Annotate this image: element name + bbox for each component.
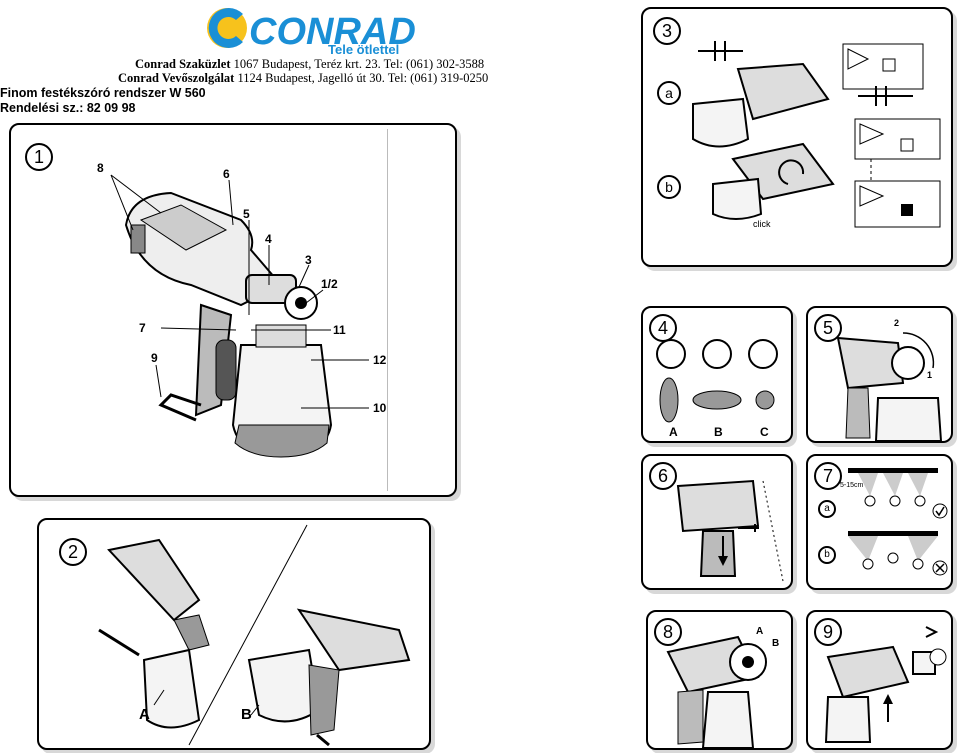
- figure-2-panel: 2 A B: [37, 518, 431, 750]
- click-label: click: [753, 219, 771, 229]
- step-1-label: 1: [927, 370, 933, 380]
- figure-7-panel: 7 5-15cm a b: [806, 454, 953, 590]
- callout-3: 3: [305, 253, 312, 267]
- figure-6-badge: 6: [649, 462, 677, 490]
- pattern-a-label: A: [669, 425, 678, 439]
- figure-2-badge: 2: [59, 538, 87, 566]
- spray-pattern-drawing: [656, 339, 778, 423]
- figure-5-badge: 5: [814, 314, 842, 342]
- cleaning-drawing: [666, 635, 767, 749]
- figure-1-panel: 1 8 6 5: [9, 123, 457, 497]
- figure-9-panel: 9: [806, 610, 953, 750]
- order-number: Rendelési sz.: 82 09 98: [0, 101, 136, 115]
- callout-6: 6: [223, 167, 230, 181]
- figure-5-panel: 5 2 1: [806, 306, 953, 443]
- service-name: Conrad Vevőszolgálat: [118, 71, 235, 85]
- conrad-logo: CONRAD: [207, 8, 416, 53]
- fig7-a-badge: a: [818, 500, 836, 518]
- logo-tagline: Tele ötlettel: [328, 42, 400, 57]
- figure-8-panel: 8 A B: [646, 610, 793, 750]
- callout-8: 8: [97, 161, 104, 175]
- pattern-b-label: B: [714, 425, 723, 439]
- figure-4-panel: 4 A B C: [641, 306, 793, 443]
- service-address: 1124 Budapest, Jagelló út 30. Tel: (061)…: [234, 71, 489, 85]
- fig7-b-badge: b: [818, 546, 836, 564]
- step-b-badge: b: [657, 175, 681, 199]
- callout-10: 10: [373, 401, 387, 415]
- figure-9-badge: 9: [814, 618, 842, 646]
- distance-label: 5-15cm: [840, 482, 864, 489]
- nozzle-adjust-drawing: [836, 332, 943, 442]
- fold-line: [387, 129, 388, 491]
- figure-1-badge: 1: [25, 143, 53, 171]
- part-a-label: A: [756, 626, 764, 637]
- label-a: A: [139, 706, 150, 723]
- spray-gun-filling-drawing: [98, 524, 411, 747]
- callout-11: 11: [333, 323, 346, 337]
- label-b: B: [241, 706, 252, 723]
- step-a-badge: a: [657, 81, 681, 105]
- spray-technique-drawing: [848, 468, 948, 576]
- spray-gun-drawing: [110, 174, 369, 458]
- figure-4-badge: 4: [649, 314, 677, 342]
- figure-3-badge: 3: [653, 17, 681, 45]
- callout-4: 4: [265, 232, 272, 246]
- store-name: Conrad Szaküzlet: [135, 57, 231, 71]
- part-b-label: B: [772, 638, 780, 649]
- figure-8-badge: 8: [654, 618, 682, 646]
- address-line-1: Conrad Szaküzlet 1067 Budapest, Teréz kr…: [135, 57, 484, 72]
- figure-3-panel: 3 a b click: [641, 7, 953, 267]
- address-line-2: Conrad Vevőszolgálat 1124 Budapest, Jage…: [118, 71, 488, 86]
- disassembly-drawing: [824, 626, 947, 743]
- product-title: Finom festékszóró rendszer W 560: [0, 86, 206, 100]
- callout-12: 12: [373, 353, 387, 367]
- locking-drawing: [692, 41, 941, 228]
- callout-7: 7: [139, 321, 146, 335]
- trigger-drawing: [676, 479, 784, 582]
- logo-text: CONRAD: [249, 11, 416, 53]
- figure-6-panel: 6: [641, 454, 793, 590]
- store-address: 1067 Budapest, Teréz krt. 23. Tel: (061)…: [230, 57, 485, 71]
- callout-5: 5: [243, 207, 250, 221]
- figure-7-badge: 7: [814, 462, 842, 490]
- callout-1-2: 1/2: [321, 277, 338, 291]
- callout-9: 9: [151, 351, 158, 365]
- step-2-label: 2: [894, 318, 900, 328]
- pattern-c-label: C: [760, 425, 769, 439]
